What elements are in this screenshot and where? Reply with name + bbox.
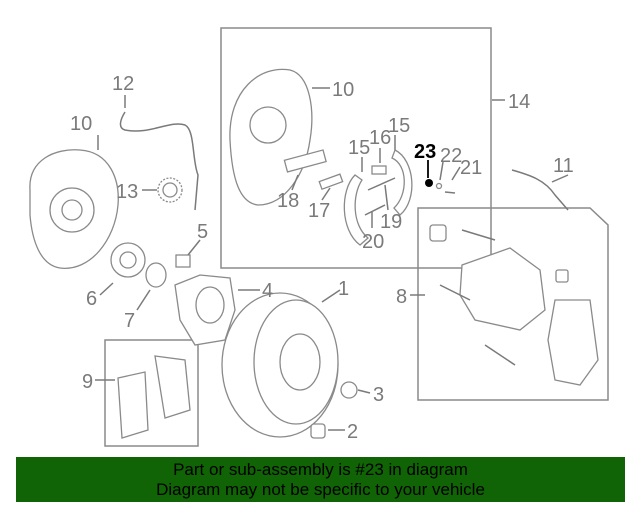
label-12[interactable]: 12 (112, 73, 134, 95)
label-18[interactable]: 18 (277, 190, 299, 212)
abs-sensor-wire (119, 111, 199, 211)
banner-line-1: Part or sub-assembly is #23 in diagram (173, 460, 468, 479)
label-4[interactable]: 4 (262, 280, 273, 302)
label-10[interactable]: 10 (70, 113, 92, 135)
part-23[interactable] (425, 179, 433, 187)
label-13[interactable]: 13 (116, 181, 138, 203)
label-14[interactable]: 14 (508, 91, 530, 113)
oil-seal (145, 262, 167, 288)
label-21[interactable]: 21 (460, 157, 482, 179)
label-15-left[interactable]: 15 (348, 137, 370, 159)
dust-shield-inner (229, 68, 313, 206)
group-box-8 (417, 207, 609, 401)
parking-lever (283, 149, 327, 173)
label-7[interactable]: 7 (124, 310, 135, 332)
label-17[interactable]: 17 (308, 200, 330, 222)
strut (318, 173, 344, 191)
label-6[interactable]: 6 (86, 288, 97, 310)
label-1[interactable]: 1 (338, 278, 349, 300)
brake-pad-b (154, 355, 191, 419)
label-3[interactable]: 3 (373, 384, 384, 406)
label-23-highlighted[interactable]: 23 (414, 141, 436, 163)
group-box-9 (104, 339, 199, 447)
wheel-hub (174, 274, 236, 346)
brake-pad-a (117, 371, 149, 439)
label-19[interactable]: 19 (380, 211, 402, 233)
info-banner: Part or sub-assembly is #23 in diagram D… (16, 457, 625, 502)
label-5[interactable]: 5 (197, 221, 208, 243)
adjuster (364, 204, 386, 216)
group-box-14 (220, 27, 492, 269)
banner-line-2: Diagram may not be specific to your vehi… (156, 480, 485, 499)
hub-bolt (175, 254, 191, 268)
tone-ring-inner (162, 182, 178, 198)
dust-shield-left (29, 149, 119, 269)
caliper (429, 224, 599, 386)
label-20[interactable]: 20 (362, 231, 384, 253)
brake-shoe-a (343, 174, 370, 246)
hub-bearing-bore (119, 251, 137, 269)
brake-rotor (221, 292, 339, 438)
leader-lines (95, 87, 569, 431)
label-10-inner[interactable]: 10 (332, 79, 354, 101)
label-15-right[interactable]: 15 (388, 115, 410, 137)
label-22[interactable]: 22 (440, 145, 462, 167)
label-8[interactable]: 8 (396, 286, 407, 308)
label-9[interactable]: 9 (82, 371, 93, 393)
brake-shoe-b (391, 149, 413, 216)
cap (310, 423, 326, 439)
wheel-cylinder (371, 165, 387, 175)
label-16[interactable]: 16 (369, 127, 391, 149)
part-22 (435, 182, 443, 190)
label-11[interactable]: 11 (553, 155, 574, 177)
brake-hose (511, 169, 569, 211)
spring (367, 177, 396, 191)
part-21 (444, 191, 456, 194)
nut (340, 381, 358, 399)
label-2[interactable]: 2 (347, 421, 358, 443)
